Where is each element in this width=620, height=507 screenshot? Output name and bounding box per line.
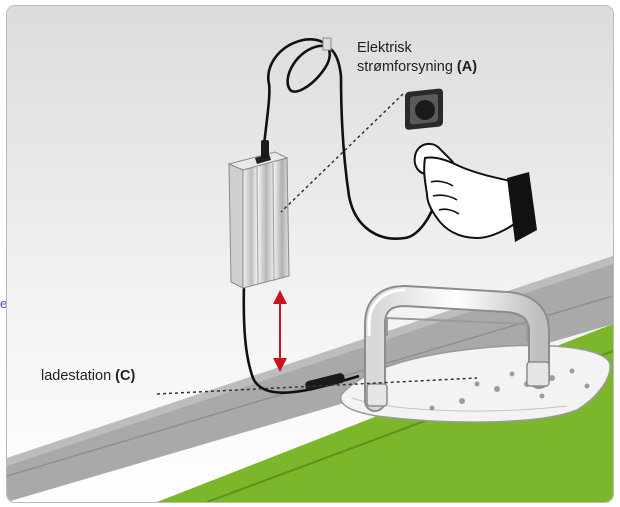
charging-station-icon <box>340 285 611 423</box>
cropped-edge-letter: e <box>0 296 8 311</box>
label-charging-station-text: ladestation <box>41 368 112 384</box>
label-power-supply-line2-wrap: strømforsyning (A) <box>357 59 478 75</box>
curb <box>7 256 613 502</box>
leader-line-a <box>280 93 404 213</box>
installation-illustration <box>7 6 613 502</box>
label-charging-station: ladestation (C) <box>41 368 136 384</box>
wall-socket-icon <box>405 88 443 130</box>
hand-plugging-icon <box>413 142 537 242</box>
label-charging-station-letter: C <box>120 368 131 384</box>
cable-clip <box>322 37 332 51</box>
power-supply-unit-icon <box>227 151 290 289</box>
label-power-supply-line1: Elektrisk <box>357 40 412 56</box>
label-power-supply-line2: strømforsyning <box>357 59 453 75</box>
label-power-supply-letter: A <box>461 59 473 75</box>
clearance-arrow <box>273 290 287 372</box>
label-power-supply: Elektrisk strømforsyning (A) <box>357 39 477 77</box>
mains-cable <box>261 38 437 240</box>
leader-line-c <box>156 377 478 395</box>
diagram-frame: Elektrisk strømforsyning (A) ladestation… <box>6 5 614 503</box>
